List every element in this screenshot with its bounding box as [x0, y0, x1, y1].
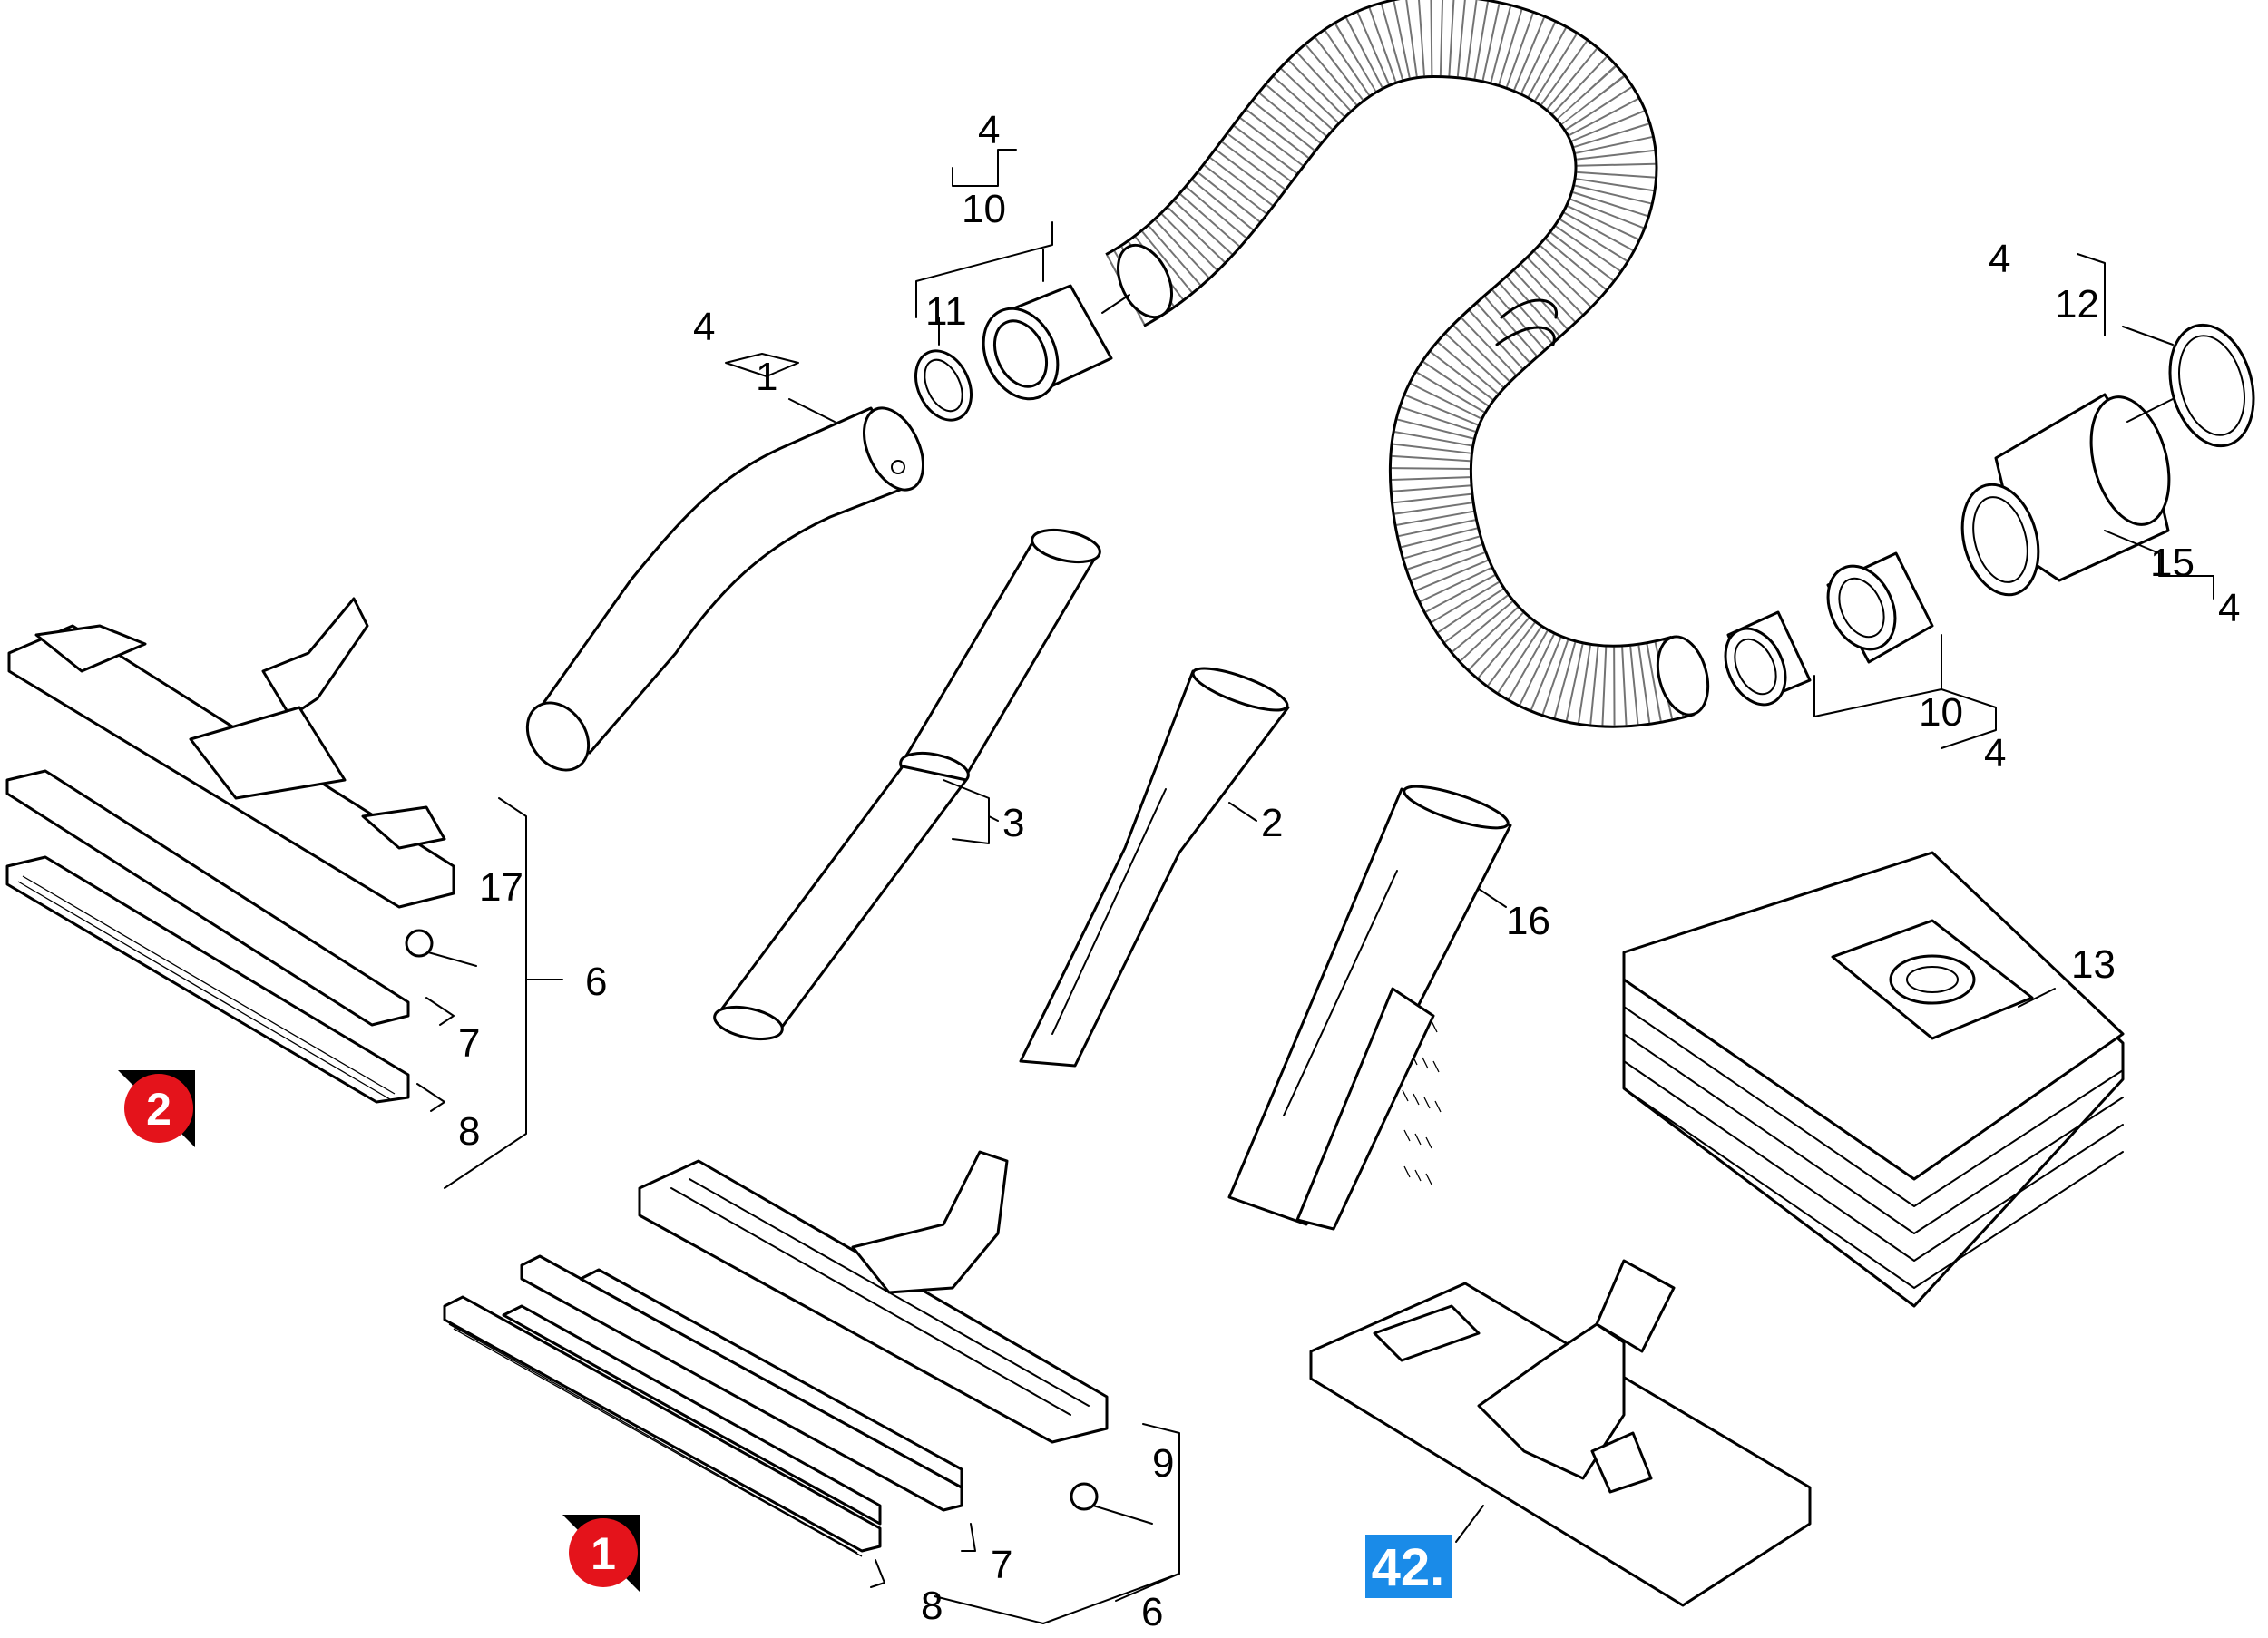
crevice-nozzle	[1019, 667, 1290, 1068]
callout-nozzle1-6: 6	[1141, 1590, 1163, 1634]
callout-brush-16: 16	[1506, 899, 1550, 943]
extension-tubes	[713, 528, 1101, 1041]
filter-bags	[1622, 851, 2125, 1308]
callout-adapter-15: 15	[2150, 541, 2195, 585]
combination-floor-nozzle	[1309, 1259, 1812, 1607]
callout-nozzle1-9: 9	[1152, 1441, 1174, 1486]
callout-adapter-4: 4	[1989, 237, 2010, 281]
callout-nozzle2-17: 17	[479, 865, 523, 910]
option-42-label: 42.	[1372, 1538, 1445, 1597]
floor-nozzle-variant-2	[5, 597, 477, 1104]
variant-2-badge: 2	[118, 1070, 195, 1147]
floor-nozzle-variant-1	[443, 1150, 1153, 1557]
callout-elbow-1: 1	[756, 355, 777, 399]
callout-adapter-15-4: 4	[2218, 586, 2240, 630]
callout-bags-13: 13	[2071, 942, 2116, 987]
callout-nozzle1-8: 8	[921, 1584, 943, 1628]
variant-1-badge: 1	[562, 1515, 640, 1592]
ring-11	[914, 349, 973, 422]
adapter-assembly	[1724, 323, 2255, 707]
curved-handle-elbow	[525, 406, 924, 772]
callout-hose-10: 10	[962, 187, 1006, 231]
callout-adapter-12: 12	[2055, 282, 2099, 327]
callout-nozzle2-7: 7	[458, 1021, 480, 1066]
callout-nozzle2-6: 6	[585, 960, 607, 1004]
suction-hose	[1104, 0, 1710, 728]
option-42-badge: 42.	[1365, 1535, 1452, 1598]
callout-coupling-10: 10	[1919, 690, 1963, 735]
callout-hose-4: 4	[978, 108, 1000, 152]
callout-coupling-10-4: 4	[1984, 731, 2006, 775]
callout-ring-11: 11	[925, 289, 967, 334]
brush-nozzle	[1227, 785, 1512, 1231]
callout-nozzle1-7: 7	[991, 1543, 1012, 1587]
callout-nozzle2-8: 8	[458, 1109, 480, 1154]
variant-1-label: 1	[591, 1528, 616, 1579]
variant-2-label: 2	[146, 1084, 171, 1135]
hose-connector-top	[982, 284, 1113, 401]
callout-tube-3: 3	[1002, 801, 1024, 845]
callout-labels: 4 10 11 4 1 4 12 15 4 10 4 3 2 16 13 17 …	[458, 108, 2240, 1634]
callout-crevice-2: 2	[1261, 801, 1283, 845]
callout-elbow-4: 4	[693, 305, 715, 349]
leader-lines	[416, 149, 2214, 1624]
